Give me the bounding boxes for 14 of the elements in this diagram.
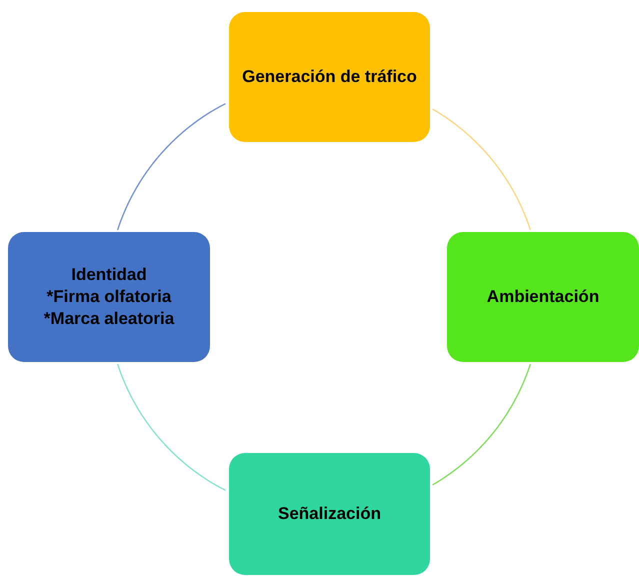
- list-item: *Firma olfatoria: [46, 286, 172, 308]
- box-title: Identidad: [71, 264, 147, 286]
- connector-arc: [117, 103, 226, 230]
- box-title: Ambientación: [486, 286, 600, 308]
- process-box: [229, 12, 430, 142]
- box-title: Generación de tráfico: [242, 66, 417, 88]
- list-item: *Marca aleatoria: [44, 308, 174, 330]
- process-box: [229, 453, 430, 575]
- connector-arc: [432, 364, 531, 486]
- connector-arc: [432, 108, 531, 230]
- connector-arc: [117, 364, 226, 491]
- process-box: [8, 232, 210, 362]
- box-title: Señalización: [278, 502, 381, 525]
- process-box: [447, 232, 639, 362]
